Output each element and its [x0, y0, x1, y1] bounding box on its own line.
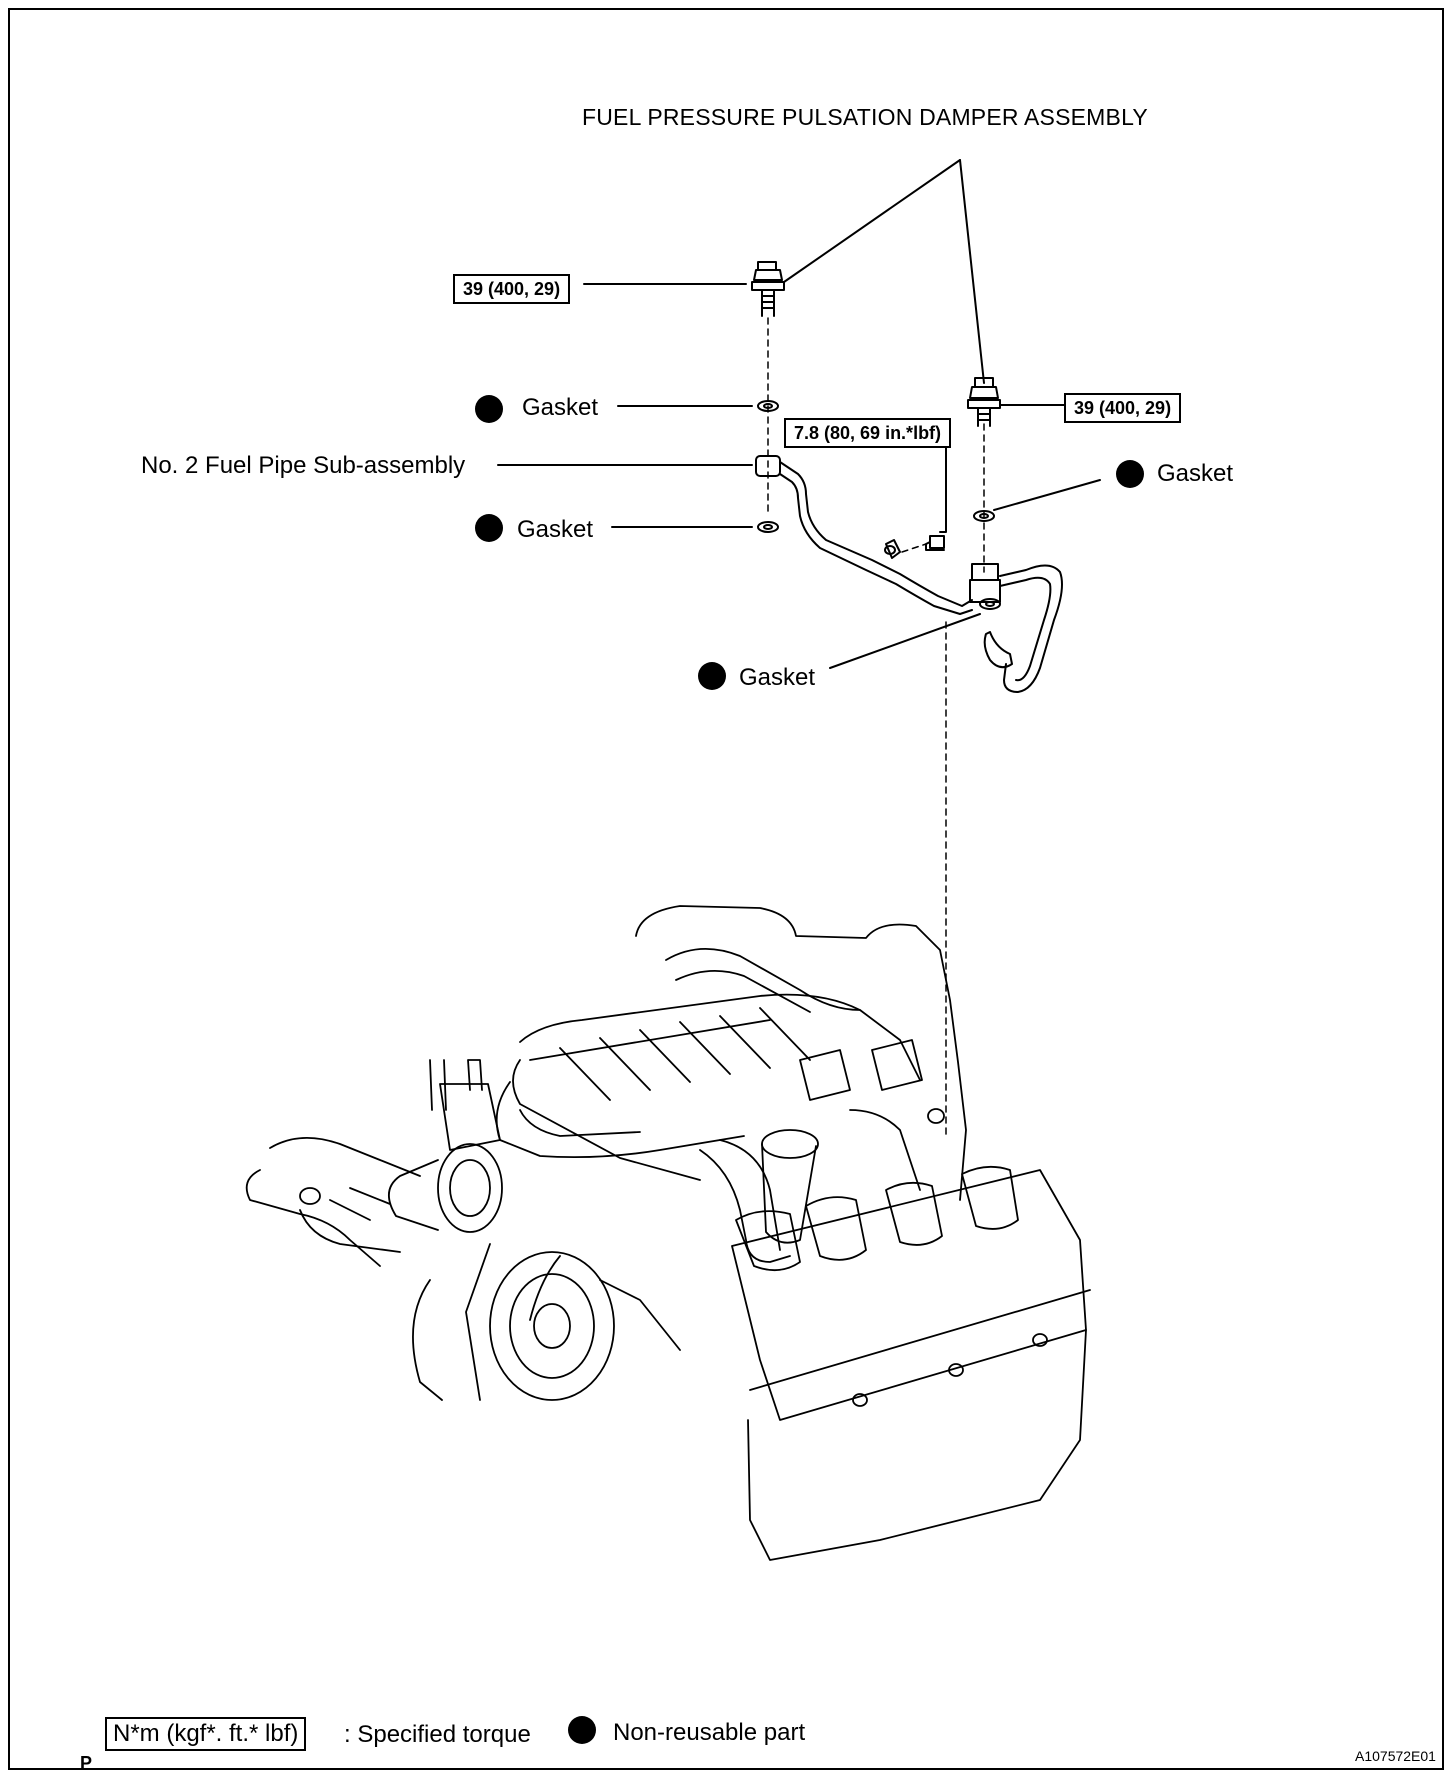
torque-spec-right: 39 (400, 29)	[1064, 393, 1182, 423]
gasket-leader-4	[829, 613, 981, 669]
diagram-title: FUEL PRESSURE PULSATION DAMPER ASSEMBLY	[582, 104, 1148, 130]
clamp-bolt	[925, 535, 945, 551]
gasket-label-3: Gasket	[1157, 460, 1234, 487]
gasket-leader-3	[993, 479, 1101, 511]
figure-id: A107572E01	[1355, 1748, 1436, 1764]
title-leader-left	[783, 159, 961, 283]
gasket-label-1: Gasket	[522, 394, 599, 421]
fuel-pipe-sub-assembly	[755, 455, 1063, 693]
page-letter: P	[80, 1753, 93, 1773]
damper-bolt-left	[751, 261, 785, 317]
legend-nonreusable-marker	[568, 1716, 596, 1744]
torque-spec-left: 39 (400, 29)	[453, 274, 571, 304]
nonreusable-marker-1	[475, 395, 503, 423]
torque-spec-clamp: 7.8 (80, 69 in.*lbf)	[784, 418, 952, 448]
page-frame	[8, 8, 1444, 1770]
title-leader-right	[959, 159, 985, 384]
damper-bolt-right	[967, 377, 1001, 427]
torque-leader-clamp	[939, 444, 947, 533]
legend-torque-desc: : Specified torque	[344, 1721, 531, 1748]
fuel-pipe-label: No. 2 Fuel Pipe Sub-assembly	[141, 452, 466, 479]
nonreusable-marker-3	[1116, 460, 1144, 488]
nonreusable-marker-2	[475, 514, 503, 542]
gasket-label-2: Gasket	[517, 516, 594, 543]
gasket-label-4: Gasket	[739, 664, 816, 691]
engine-assembly	[245, 905, 1091, 1561]
nonreusable-marker-4	[698, 662, 726, 690]
legend-nonreusable-desc: Non-reusable part	[613, 1719, 806, 1746]
legend-torque-unit-box: N*m (kgf*. ft.* lbf)	[105, 1717, 307, 1751]
